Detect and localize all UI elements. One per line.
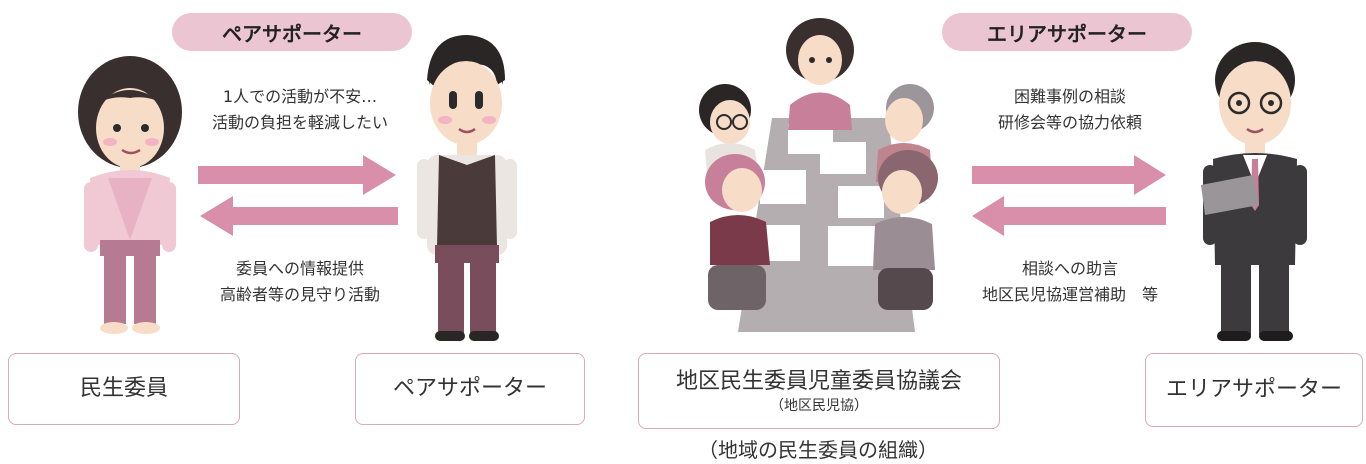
pair-bottom-text-line: 高齢者等の見守り活動 bbox=[219, 285, 380, 304]
area-supporter-box: エリアサポーター bbox=[1145, 353, 1363, 427]
council-box: 地区民生委員児童委員協議会 （地区民児協） bbox=[638, 353, 1000, 429]
arrow-right bbox=[198, 155, 396, 195]
council-label: 地区民生委員児童委員協議会 bbox=[675, 369, 962, 394]
welfare-commissioner-label: 民生委員 bbox=[79, 376, 168, 401]
pair-bottom-text: 委員への情報提供 高齢者等の見守り活動 bbox=[175, 256, 425, 308]
pair-bottom-text-line: 委員への情報提供 bbox=[235, 259, 364, 278]
welfare-commissioner-box: 民生委員 bbox=[8, 353, 240, 425]
area-bottom-text: 相談への助言 地区民児協運営補助 等 bbox=[945, 256, 1195, 308]
council-sub-label: （地区民児協） bbox=[770, 398, 868, 414]
pair-supporter-tag: ペアサポーター bbox=[172, 13, 412, 51]
pair-supporter-tag-label: ペアサポーター bbox=[222, 21, 362, 46]
council-caption: （地域の民生委員の組織） bbox=[698, 438, 938, 462]
arrow-left bbox=[200, 196, 398, 236]
welfare-commissioner-figure bbox=[78, 56, 182, 334]
area-bottom-text-line: 相談への助言 bbox=[1021, 259, 1118, 278]
area-supporter-tag: エリアサポーター bbox=[942, 13, 1192, 51]
area-top-text-line: 困難事例の相談 bbox=[1013, 87, 1126, 106]
area-top-text: 困難事例の相談 研修会等の協力依頼 bbox=[945, 84, 1195, 136]
area-supporter-label: エリアサポーター bbox=[1165, 377, 1342, 402]
area-top-text-line: 研修会等の協力依頼 bbox=[997, 113, 1142, 132]
council-meeting-illustration bbox=[699, 18, 938, 332]
pair-supporter-label: ペアサポーター bbox=[392, 376, 547, 401]
area-bottom-text-line: 地区民児協運営補助 等 bbox=[981, 285, 1158, 304]
area-supporter-figure bbox=[1201, 42, 1307, 341]
arrow-right bbox=[972, 155, 1166, 195]
pair-top-text: 1人での活動が不安… 活動の負担を軽減したい bbox=[175, 84, 425, 136]
pair-top-text-line: 1人での活動が不安… bbox=[222, 87, 378, 106]
pair-supporter-figure bbox=[417, 35, 517, 341]
area-supporter-tag-label: エリアサポーター bbox=[987, 21, 1147, 46]
pair-supporter-box: ペアサポーター bbox=[355, 353, 585, 425]
pair-top-text-line: 活動の負担を軽減したい bbox=[211, 113, 388, 132]
arrow-left bbox=[972, 196, 1166, 236]
